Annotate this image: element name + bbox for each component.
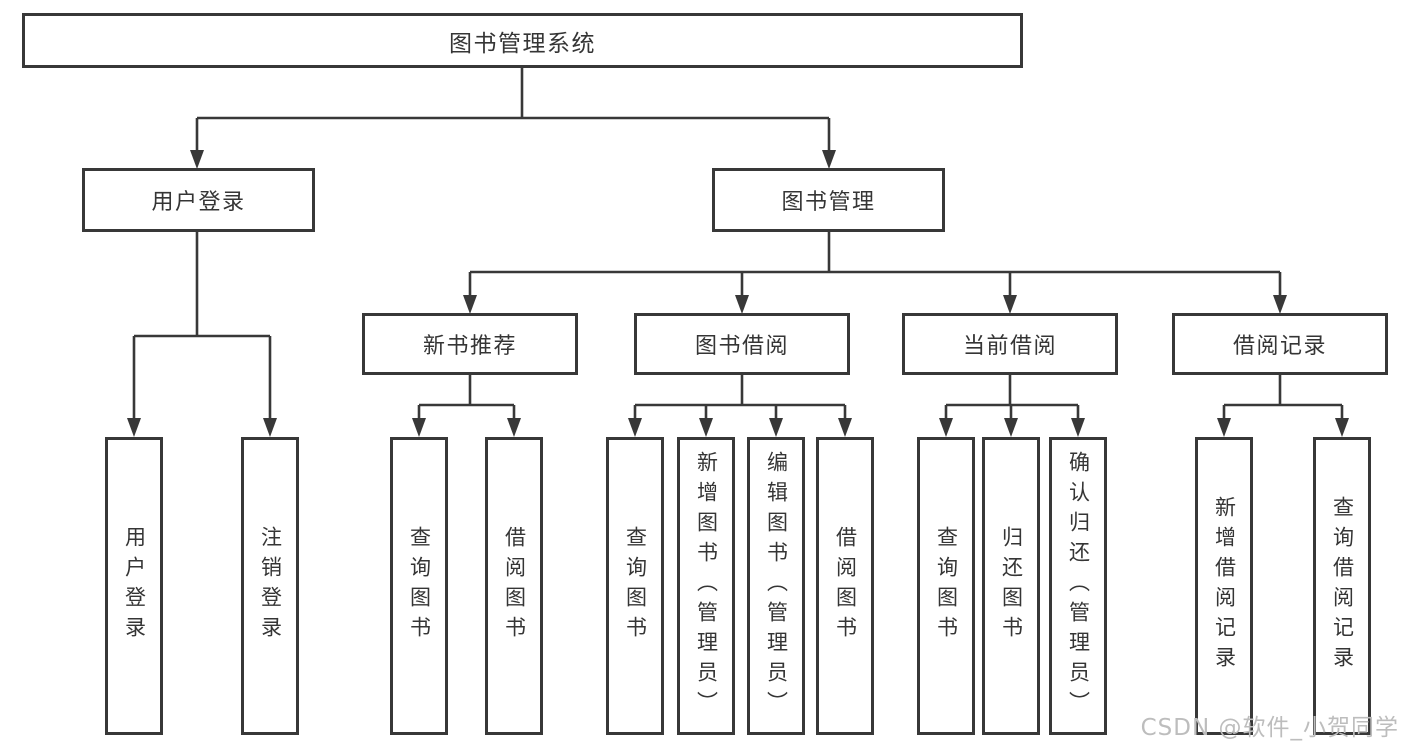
leaf-confirm-return-admin: 确认归还（管理员）	[1049, 437, 1107, 735]
csdn-watermark: CSDN @软件_小贺同学	[1140, 715, 1399, 741]
leaf-label: 归还图书	[999, 526, 1024, 646]
leaf-label: 新增图书（管理员）	[694, 451, 719, 721]
leaf-label: 查询图书	[623, 526, 648, 646]
leaf-query-books-borrow: 查询图书	[606, 437, 664, 735]
node-borrow-records: 借阅记录	[1172, 313, 1388, 375]
leaf-borrow-books-recommend: 借阅图书	[485, 437, 543, 735]
node-user-login: 用户登录	[82, 168, 315, 232]
leaf-label: 新增借阅记录	[1212, 496, 1237, 676]
leaf-label: 借阅图书	[502, 526, 527, 646]
leaf-borrow-books: 借阅图书	[816, 437, 874, 735]
node-current-borrow: 当前借阅	[902, 313, 1118, 375]
leaf-edit-book-admin: 编辑图书（管理员）	[747, 437, 805, 735]
leaf-user-login: 用户登录	[105, 437, 163, 735]
node-label: 当前借阅	[962, 334, 1057, 359]
leaf-query-borrow-record: 查询借阅记录	[1313, 437, 1371, 735]
leaf-logout: 注销登录	[241, 437, 299, 735]
leaf-add-book-admin: 新增图书（管理员）	[677, 437, 735, 735]
leaf-return-book: 归还图书	[982, 437, 1040, 735]
leaf-query-books-recommend: 查询图书	[390, 437, 448, 735]
leaf-label: 确认归还（管理员）	[1066, 451, 1091, 721]
arrowheads	[127, 150, 1349, 437]
leaf-label: 编辑图书（管理员）	[764, 451, 789, 721]
node-label: 图书管理	[781, 190, 876, 215]
node-label: 图书管理系统	[449, 30, 596, 57]
node-label: 图书借阅	[694, 334, 789, 359]
leaf-add-borrow-record: 新增借阅记录	[1195, 437, 1253, 735]
node-label: 新书推荐	[422, 334, 517, 359]
node-book-borrow: 图书借阅	[634, 313, 850, 375]
leaf-label: 查询图书	[407, 526, 432, 646]
node-new-book-recommend: 新书推荐	[362, 313, 578, 375]
leaf-label: 查询借阅记录	[1330, 496, 1355, 676]
leaf-label: 查询图书	[934, 526, 959, 646]
leaf-query-books-current: 查询图书	[917, 437, 975, 735]
node-library-system: 图书管理系统	[22, 13, 1023, 68]
leaf-label: 借阅图书	[833, 526, 858, 646]
leaf-label: 注销登录	[258, 526, 283, 646]
node-book-management: 图书管理	[712, 168, 945, 232]
node-label: 用户登录	[151, 190, 246, 215]
leaf-label: 用户登录	[122, 526, 147, 646]
node-label: 借阅记录	[1232, 334, 1327, 359]
